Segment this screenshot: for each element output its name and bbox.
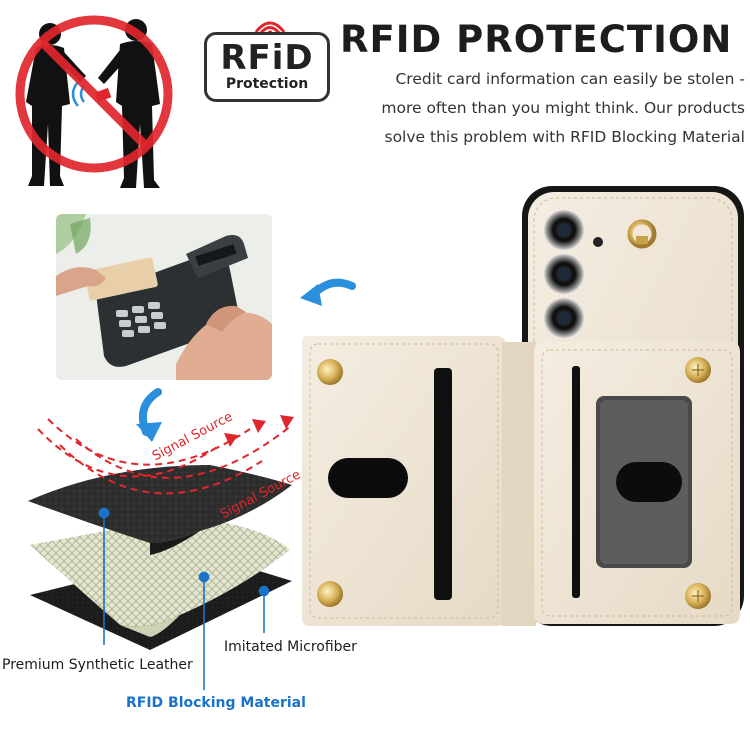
blocking-material-label: RFID Blocking Material [126,695,306,711]
curved-arrow-icon [136,388,162,442]
blocking-layer [30,517,290,627]
phone-wallet-case-image [296,182,750,632]
leather-layer [28,465,292,543]
description-line: more often than you might think. Our pro… [381,99,745,117]
description-line: Credit card information can easily be st… [395,70,745,88]
rfid-protection-logo: RFiD Protection [204,14,330,102]
curved-arrow-icon [300,278,356,306]
logo-word: RFiD [220,38,314,78]
microfiber-label: Imitated Microfiber [224,639,357,655]
layers-diagram: Signal Source Signal Source Premium Synt… [0,405,357,711]
description: Credit card information can easily be st… [345,65,745,152]
logo-subtitle: Protection [225,76,309,92]
payment-terminal-photo [56,214,272,380]
description-line: solve this problem with RFID Blocking Ma… [384,128,746,146]
leather-label: Premium Synthetic Leather [2,657,193,673]
no-skimming-icon [8,6,188,191]
page-title: RFID PROTECTION [340,18,733,61]
